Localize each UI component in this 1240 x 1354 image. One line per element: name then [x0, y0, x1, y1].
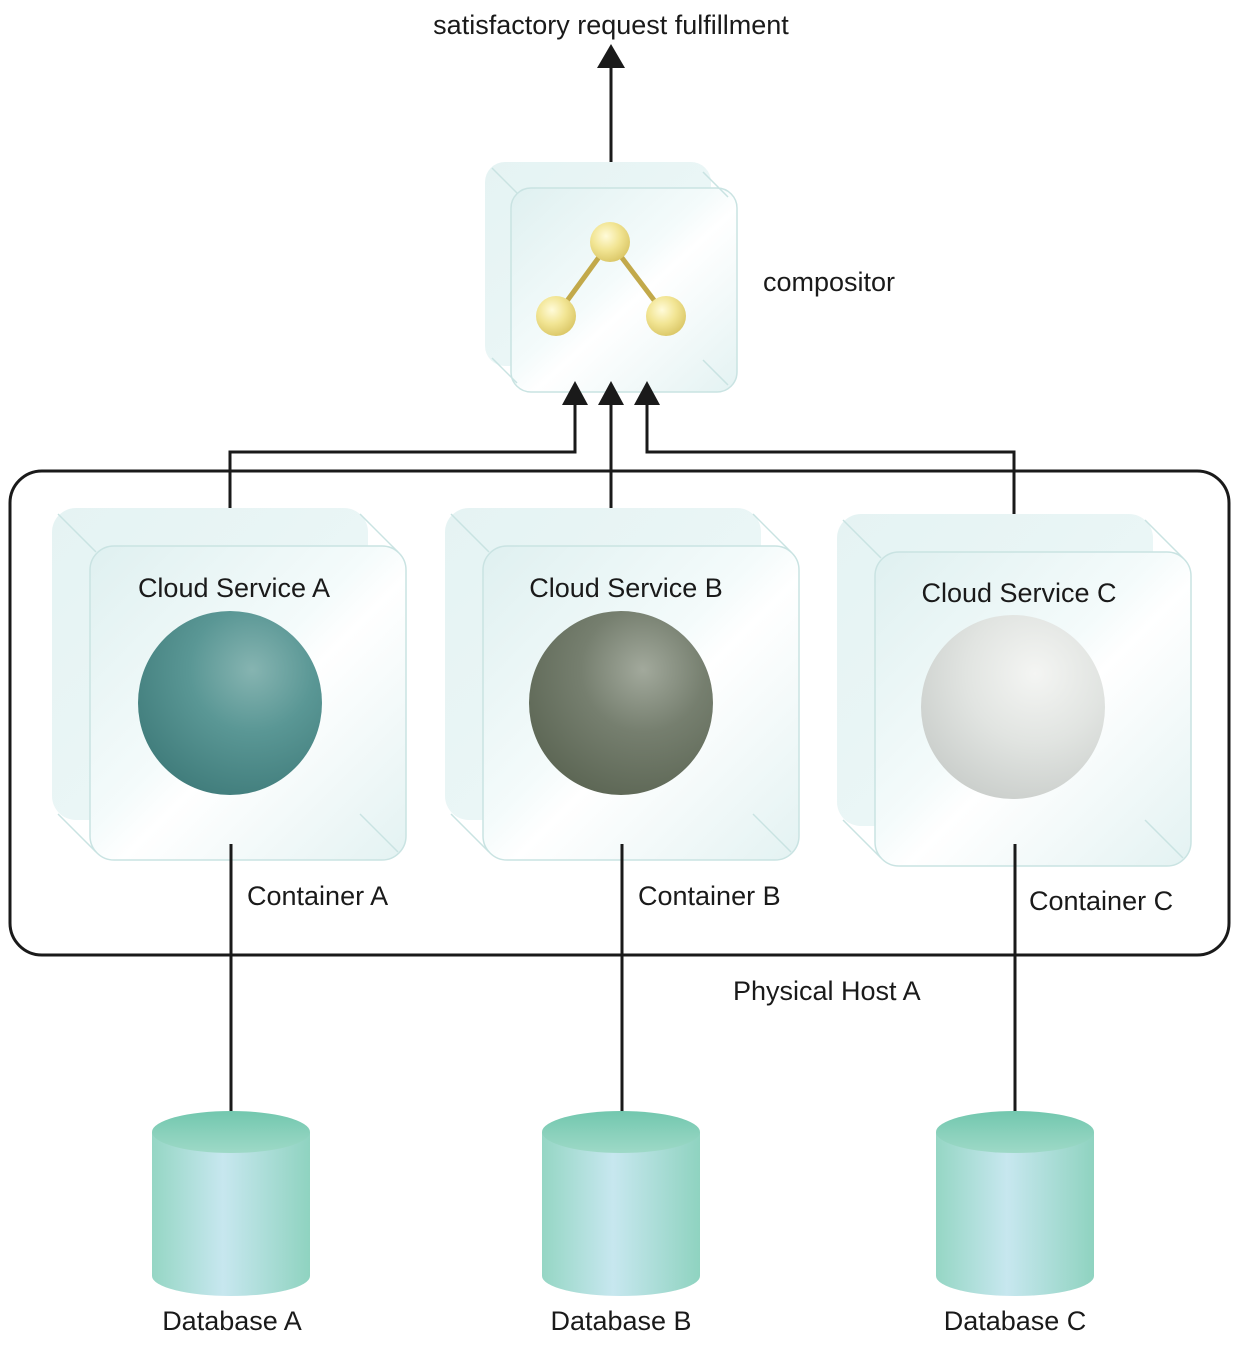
- container-label-a: Container A: [247, 881, 388, 911]
- database-label-a: Database A: [162, 1306, 302, 1336]
- service-label-c: Cloud Service C: [921, 578, 1116, 608]
- physical-host-boundary: [8, 469, 1231, 957]
- database-c[interactable]: [936, 1111, 1094, 1296]
- database-b[interactable]: [542, 1111, 700, 1296]
- compositor-label: compositor: [763, 267, 895, 297]
- service-sphere-c: [921, 615, 1105, 799]
- service-sphere-b: [529, 611, 713, 795]
- physical-host-label: Physical Host A: [733, 976, 921, 1006]
- container-label-c: Container C: [1029, 886, 1173, 916]
- database-label-c: Database C: [944, 1306, 1087, 1336]
- service-label-a: Cloud Service A: [138, 573, 330, 603]
- container-label-b: Container B: [638, 881, 781, 911]
- service-connectors: [228, 404, 1016, 526]
- database-connectors: [229, 844, 1017, 1112]
- molecule-icon: [536, 222, 686, 336]
- output-arrow: [597, 44, 625, 176]
- compositor-arrowheads: [562, 381, 660, 405]
- service-label-b: Cloud Service B: [529, 573, 723, 603]
- service-sphere-a: [138, 611, 322, 795]
- output-label: satisfactory request fulfillment: [433, 10, 789, 40]
- database-label-b: Database B: [550, 1306, 691, 1336]
- database-a[interactable]: [152, 1111, 310, 1296]
- compositor-box[interactable]: [485, 162, 738, 393]
